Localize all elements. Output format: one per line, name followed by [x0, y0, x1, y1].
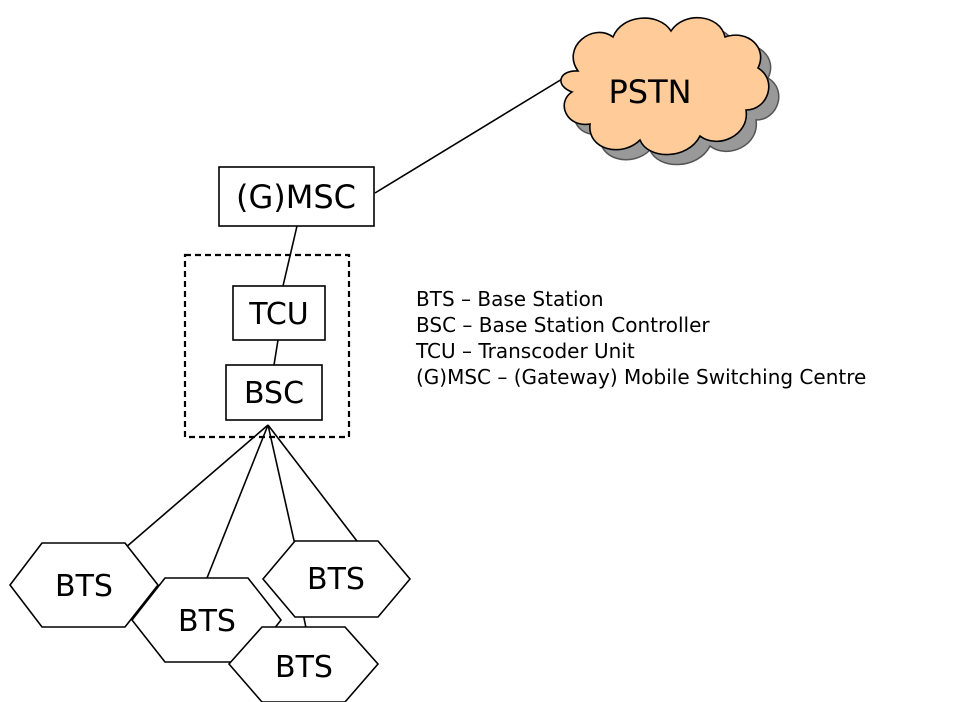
bts-node-3: BTS — [261, 540, 412, 618]
pstn-cloud-body — [560, 17, 770, 156]
link-gmsc-pstn — [374, 75, 568, 194]
bts-node-4: BTS — [227, 626, 380, 702]
tcu-node: TCU — [232, 285, 326, 341]
bts-node-2: BTS — [130, 577, 283, 663]
link-bsc-bts-2 — [206, 424, 269, 579]
bsc-site-boundary — [183, 253, 351, 439]
link-tcu-bsc — [273, 339, 279, 366]
link-bsc-bts-4 — [267, 424, 361, 546]
gmsc-node: (G)MSC — [218, 166, 375, 227]
bsc-node: BSC — [225, 364, 323, 421]
legend-item-tcu: TCU – Transcoder Unit — [416, 339, 635, 363]
bts-label-3: BTS — [307, 562, 365, 597]
link-bsc-bts-3 — [267, 424, 296, 546]
bts-node-1: BTS — [8, 542, 160, 628]
tcu-label: TCU — [248, 297, 308, 332]
bsc-label: BSC — [244, 376, 304, 411]
legend-item-bsc: BSC – Base Station Controller — [416, 313, 710, 337]
link-bsc-bts-1 — [117, 424, 269, 555]
legend: BTS – Base Station BSC – Base Station Co… — [416, 286, 866, 390]
bts-label-1: BTS — [55, 569, 113, 604]
legend-item-bts: BTS – Base Station — [416, 287, 604, 311]
legend-item-gmsc: (G)MSC – (Gateway) Mobile Switching Cent… — [416, 365, 867, 389]
bts-label-2: BTS — [178, 604, 236, 639]
pstn-cloud: PSTN — [560, 17, 780, 166]
pstn-label: PSTN — [608, 73, 691, 111]
gmsc-label: (G)MSC — [236, 178, 356, 216]
bts-label-4: BTS — [275, 650, 333, 685]
